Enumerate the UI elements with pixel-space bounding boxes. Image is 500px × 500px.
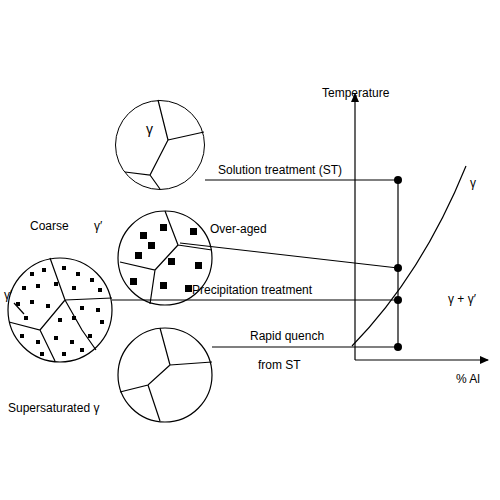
grain-circle [118, 328, 212, 422]
grain-circle [8, 258, 112, 362]
phase-label: γ [470, 176, 476, 190]
grain-circle: γ [115, 100, 205, 190]
composition-axis [355, 359, 488, 360]
structure-label: Coarse γ′ [30, 219, 102, 233]
treatment-label: from ST [258, 358, 301, 372]
solution-line [205, 179, 398, 180]
treatment-label: Rapid quench [250, 329, 324, 343]
phase-label: γ [146, 121, 153, 137]
solvus-curve [352, 166, 466, 346]
structure-label: Supersaturated γ [8, 401, 99, 415]
grain-boundary [9, 258, 112, 361]
coarse-precipitates [130, 224, 202, 292]
phase-label: γ + γ′ [448, 292, 476, 306]
precipitation-line [112, 299, 398, 300]
structure-label: γ′ [4, 288, 12, 302]
treatment-label: Precipitation treatment [192, 283, 312, 297]
treatment-label: Solution treatment (ST) [218, 163, 342, 177]
grain-boundary [120, 328, 212, 421]
axis-label: Temperature [322, 86, 389, 100]
overaged-line [180, 243, 398, 268]
state-dot [394, 176, 402, 184]
state-dot [394, 296, 402, 304]
state-dot [394, 343, 402, 351]
leader-line [14, 303, 24, 314]
quench-line [212, 346, 398, 347]
state-dot [394, 264, 402, 272]
treatment-label: Over-aged [210, 222, 267, 236]
fine-precipitates [16, 266, 104, 356]
grain-boundary [125, 100, 204, 189]
axis-label: % Al [456, 372, 480, 386]
temperature-axis [354, 94, 355, 360]
